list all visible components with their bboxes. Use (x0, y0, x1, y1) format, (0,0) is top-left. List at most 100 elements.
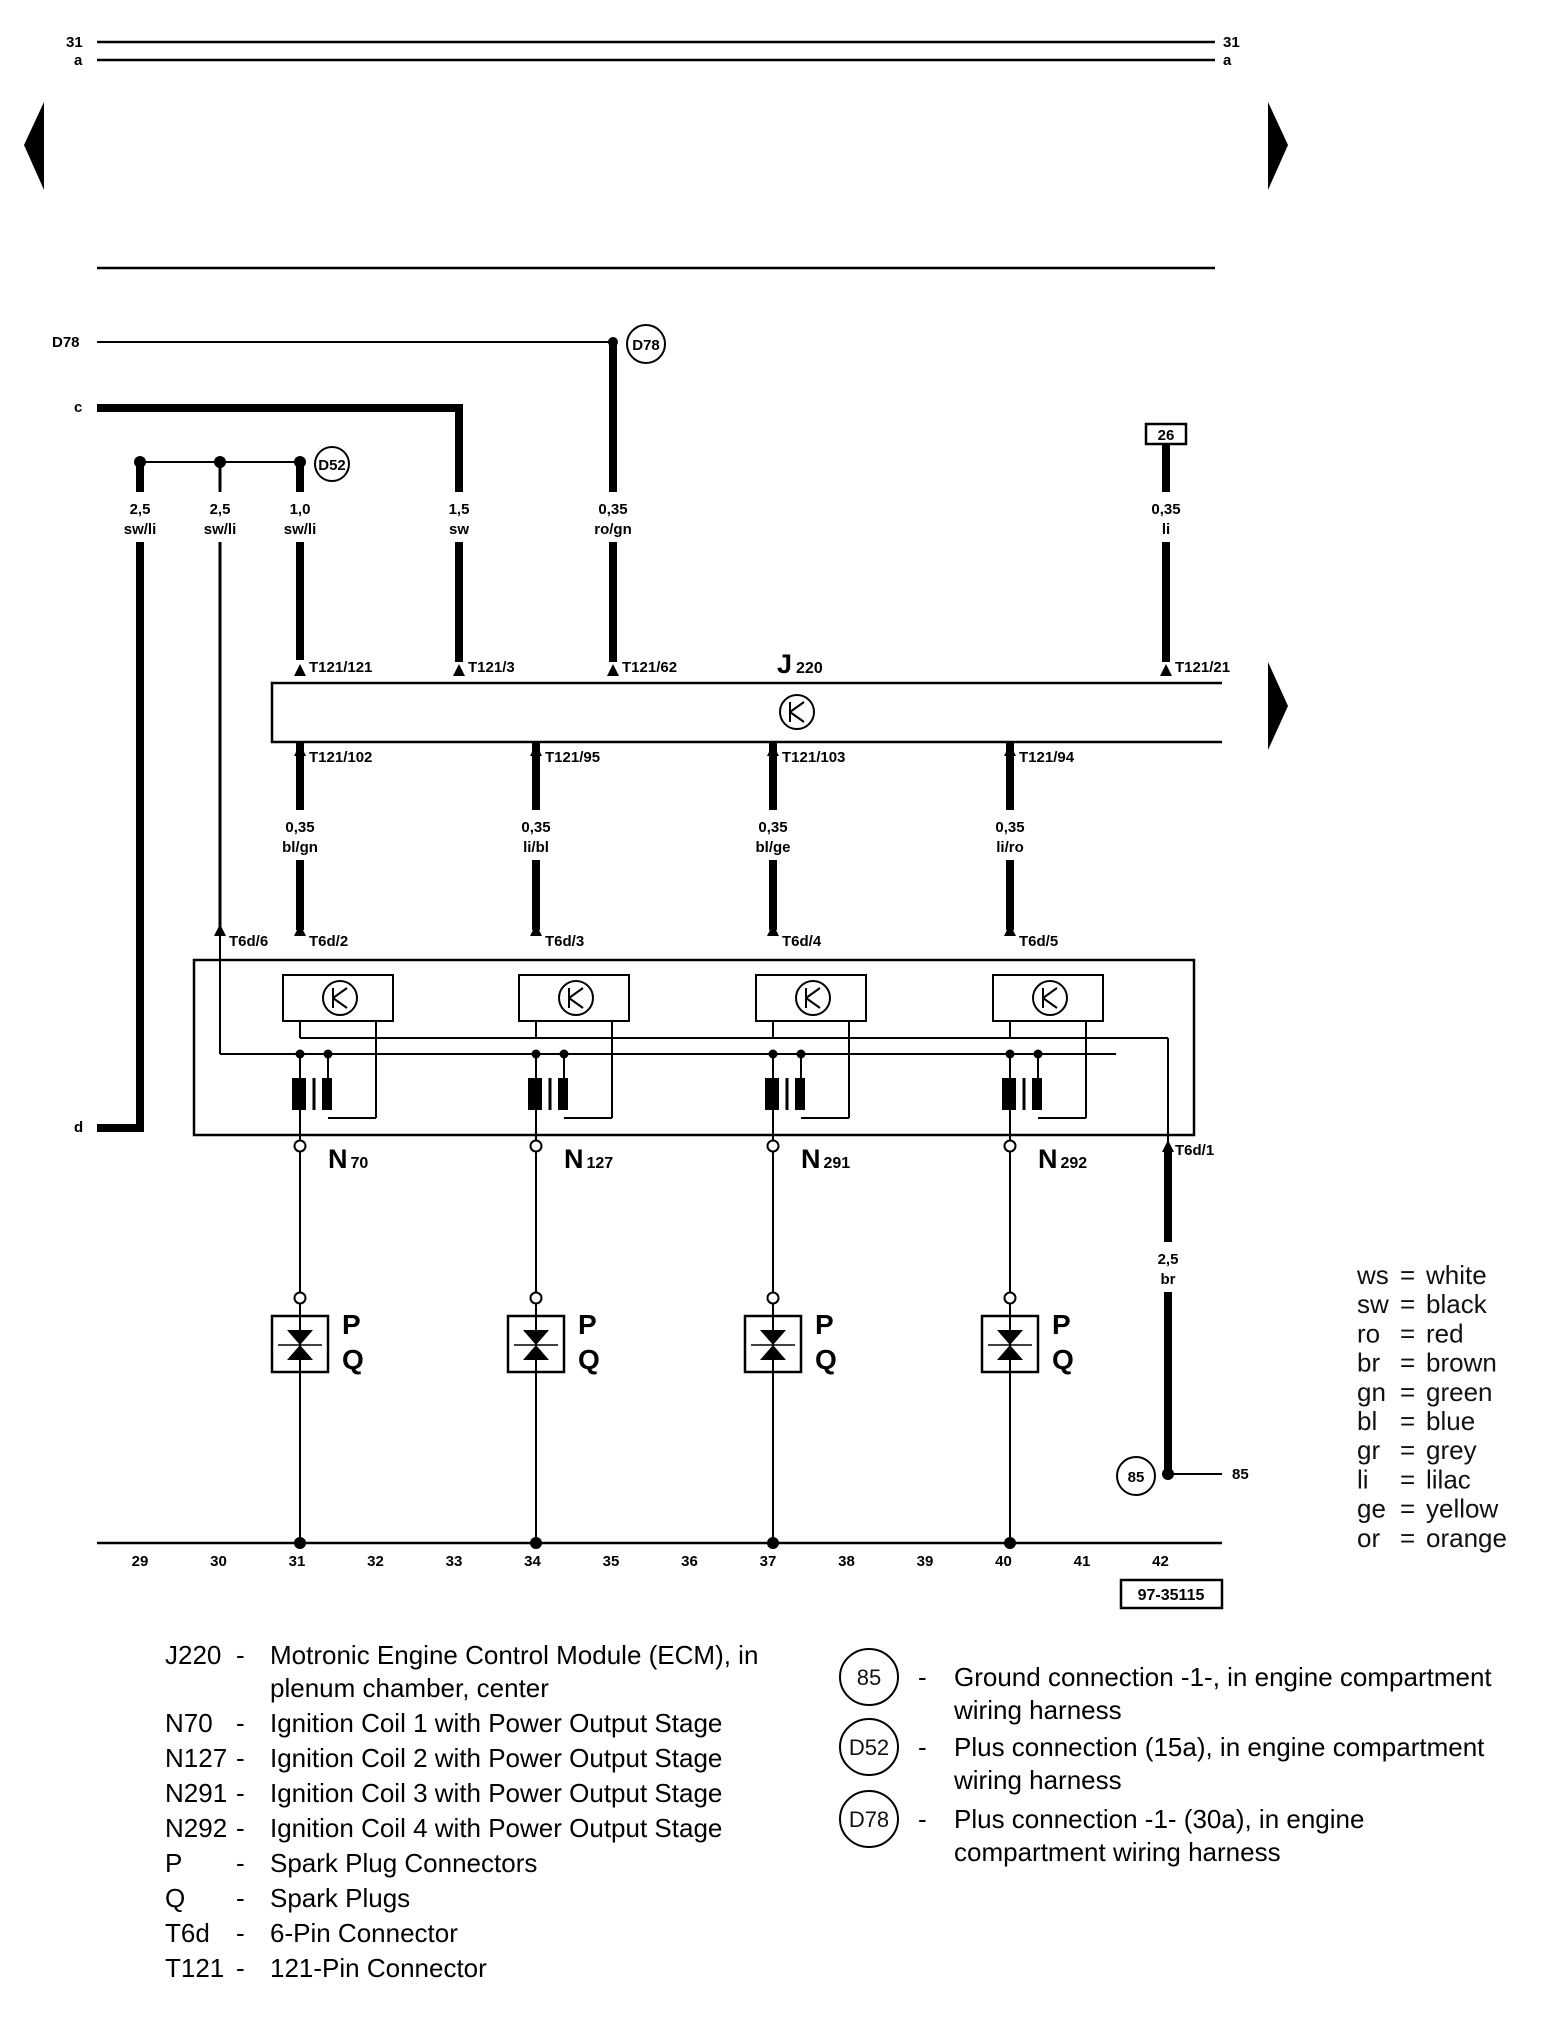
svg-text:-: - (918, 1804, 927, 1834)
svg-text:97-35115: 97-35115 (1138, 1587, 1205, 1604)
svg-text:T121/103: T121/103 (782, 749, 845, 766)
svg-text:P: P (165, 1848, 182, 1878)
color-equals: = (1400, 1523, 1415, 1553)
upper-wiring: D78 c d (52, 334, 1170, 1136)
svg-text:2,5: 2,5 (1158, 1251, 1179, 1268)
coil-winding-icon (765, 1078, 779, 1110)
color-code: ro (1357, 1318, 1380, 1348)
input-d-label: d (74, 1119, 83, 1136)
svg-text:T121: T121 (165, 1953, 224, 1983)
svg-text:T6d/3: T6d/3 (545, 933, 584, 950)
svg-text:85: 85 (1232, 1466, 1249, 1483)
color-name: white (1425, 1260, 1487, 1290)
rail-a-right-label: a (1223, 52, 1232, 69)
svg-text:P: P (578, 1309, 597, 1340)
t6d-pin-labels: T6d/6 T6d/2 T6d/3 T6d/4 T6d/5 T6d/1 (229, 933, 1214, 1159)
svg-text:1,5: 1,5 (449, 501, 470, 518)
svg-text:sw/li: sw/li (284, 521, 317, 538)
transistor-icon (558, 980, 594, 1016)
svg-text:Q: Q (815, 1344, 837, 1375)
svg-text:26: 26 (1158, 427, 1175, 444)
connection-legend-item: 85-Ground connection -1-, in engine comp… (839, 1648, 1492, 1725)
track-number: 29 (132, 1553, 149, 1570)
color-code: or (1357, 1523, 1380, 1553)
legend-item: J220-Motronic Engine Control Module (ECM… (165, 1640, 758, 1703)
coil-signal-wires (294, 742, 1016, 936)
rail-31-left-label: 31 (66, 34, 83, 51)
track-number: 35 (603, 1553, 620, 1570)
color-equals: = (1400, 1318, 1415, 1348)
svg-text:D52: D52 (849, 1735, 889, 1760)
svg-text:Spark Plugs: Spark Plugs (270, 1883, 410, 1913)
track-number: 32 (367, 1553, 384, 1570)
svg-text:-: - (918, 1732, 927, 1762)
svg-text:Ignition Coil 1 with Power Out: Ignition Coil 1 with Power Output Stage (270, 1708, 722, 1738)
color-equals: = (1400, 1464, 1415, 1494)
ground-wire: 2,5 br 85 85 (1116, 1140, 1249, 1496)
color-name: red (1426, 1318, 1464, 1348)
color-name: grey (1426, 1435, 1477, 1465)
track-number: 40 (995, 1553, 1012, 1570)
svg-text:N70: N70 (165, 1708, 213, 1738)
svg-text:ro/gn: ro/gn (594, 521, 632, 538)
svg-text:2,5: 2,5 (130, 501, 151, 518)
svg-text:1,0: 1,0 (290, 501, 311, 518)
svg-text:Ground connection -1-, in engi: Ground connection -1-, in engine compart… (954, 1662, 1492, 1692)
color-name: blue (1426, 1406, 1475, 1436)
svg-text:T6d/5: T6d/5 (1019, 933, 1058, 950)
color-equals: = (1400, 1406, 1415, 1436)
color-name: black (1426, 1289, 1488, 1319)
svg-text:N292: N292 (165, 1813, 227, 1843)
svg-text:T121/21: T121/21 (1175, 659, 1230, 676)
svg-text:-: - (236, 1708, 245, 1738)
continue-right-arrow-icon-2 (1268, 662, 1288, 750)
svg-text:0,35: 0,35 (995, 819, 1024, 836)
svg-text:T121/94: T121/94 (1019, 749, 1075, 766)
svg-text:wiring harness: wiring harness (953, 1765, 1122, 1795)
svg-text:-: - (236, 1848, 245, 1878)
svg-text:Ignition Coil 4 with Power Out: Ignition Coil 4 with Power Output Stage (270, 1813, 722, 1843)
svg-text:P: P (1052, 1309, 1071, 1340)
svg-text:P: P (342, 1309, 361, 1340)
track-number: 31 (289, 1553, 306, 1570)
legend-item: Q-Spark Plugs (165, 1883, 410, 1913)
svg-text:Q: Q (1052, 1344, 1074, 1375)
svg-text:P: P (815, 1309, 834, 1340)
svg-text:li/bl: li/bl (523, 839, 549, 856)
top-rails: 31 a 31 a (66, 34, 1240, 270)
coil-wire-labels: 0,35 bl/gn 0,35 li/bl 0,35 bl/ge 0,35 li… (282, 819, 1025, 856)
svg-text:Plus connection -1- (30a), in: Plus connection -1- (30a), in engine (954, 1804, 1364, 1834)
svg-text:li/ro: li/ro (996, 839, 1024, 856)
transistor-icon (1032, 980, 1068, 1016)
svg-text:-: - (918, 1662, 927, 1692)
svg-text:Motronic Engine Control Module: Motronic Engine Control Module (ECM), in (270, 1640, 758, 1670)
color-equals: = (1400, 1260, 1415, 1290)
legend-item: N291-Ignition Coil 3 with Power Output S… (165, 1778, 722, 1808)
svg-text:T121/3: T121/3 (468, 659, 515, 676)
track-number: 41 (1074, 1553, 1091, 1570)
svg-text:Plus connection (15a), in engi: Plus connection (15a), in engine compart… (954, 1732, 1485, 1762)
svg-text:0,35: 0,35 (598, 501, 627, 518)
svg-text:T6d: T6d (165, 1918, 210, 1948)
color-code: ws (1356, 1260, 1389, 1290)
ecm-bottom-pins: T121/102 T121/95 T121/103 T121/94 (309, 749, 1075, 766)
color-code: br (1357, 1348, 1380, 1378)
svg-text:6-Pin Connector: 6-Pin Connector (270, 1918, 458, 1948)
svg-text:T6d/1: T6d/1 (1175, 1142, 1214, 1159)
color-equals: = (1400, 1348, 1415, 1378)
connection-d52: D52 (314, 446, 350, 482)
track-number: 36 (681, 1553, 698, 1570)
color-name: lilac (1426, 1464, 1471, 1494)
legend-item: T121-121-Pin Connector (165, 1953, 487, 1983)
component-legend: J220-Motronic Engine Control Module (ECM… (165, 1640, 758, 1983)
track-number: 30 (210, 1553, 227, 1570)
color-code: ge (1357, 1494, 1386, 1524)
color-equals: = (1400, 1494, 1415, 1524)
connection-legend-item: D52 -Plus connection (15a), in engine com… (839, 1718, 1485, 1795)
